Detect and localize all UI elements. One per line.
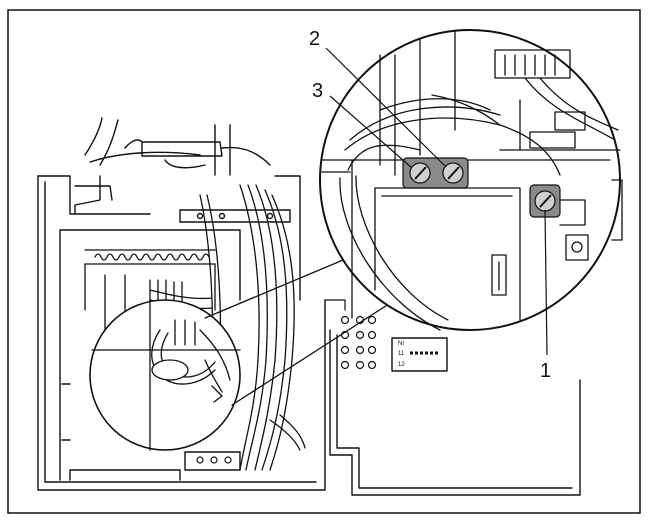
small-detail-circle: [89, 299, 241, 451]
callout-label-3: 3: [312, 80, 323, 102]
screw-pair-left: [402, 157, 469, 189]
terminal-label-0: Nr: [398, 341, 404, 347]
terminal-label-1: 11: [398, 351, 405, 357]
callout-label-1: 1: [540, 360, 551, 382]
zoom-connector: [204, 254, 396, 406]
large-detail-circle: [319, 29, 623, 331]
leader-3: [329, 95, 413, 169]
top-hoses: [84, 117, 271, 176]
left-housing: [37, 175, 326, 491]
callout-label-2: 2: [309, 28, 320, 50]
terminal-label-2: 12: [398, 362, 405, 368]
terminal-labels: Nr 11 12: [398, 341, 440, 368]
leader-2: [325, 47, 446, 167]
screw-single-right: [529, 184, 561, 218]
terminal-block: [196, 299, 377, 464]
leader-1: [544, 209, 548, 356]
callout-leaders: [325, 47, 548, 356]
